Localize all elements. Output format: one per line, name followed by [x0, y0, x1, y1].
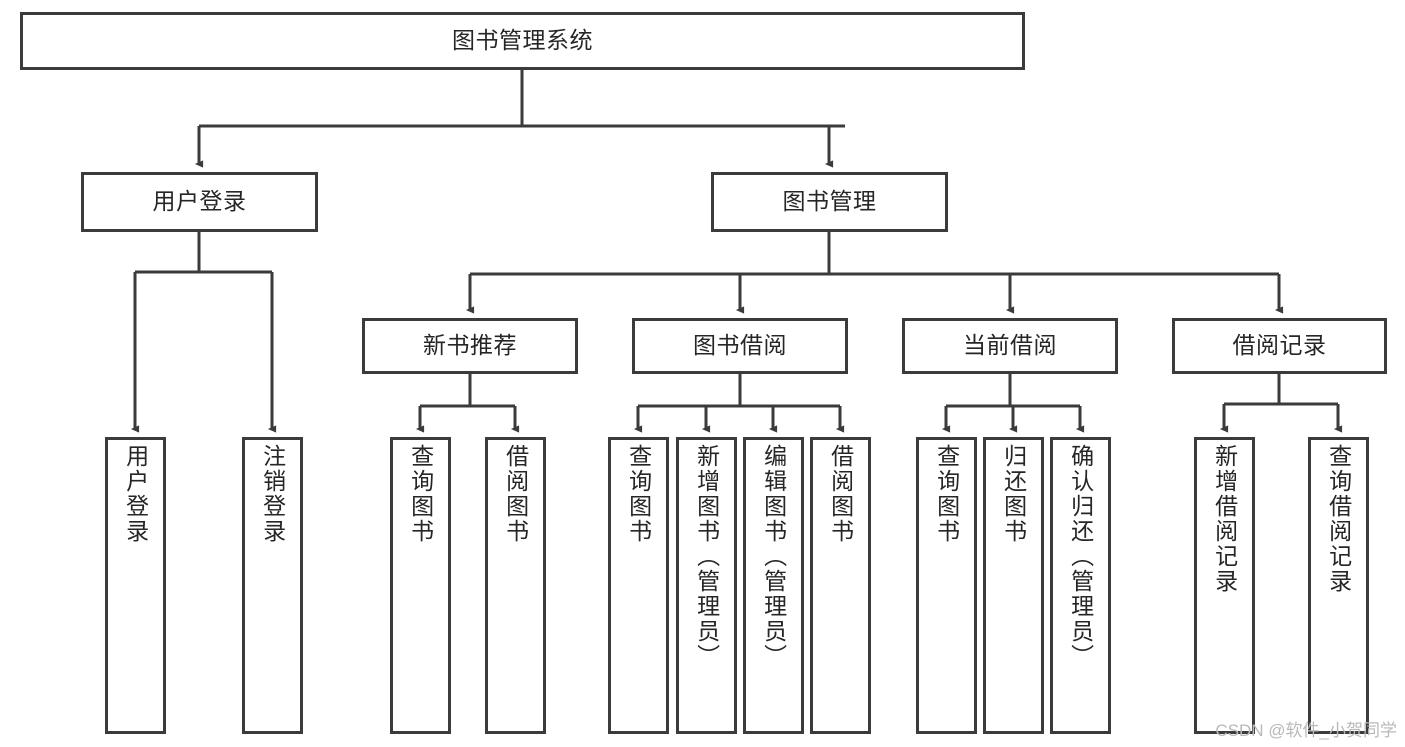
node-label: 新增借阅记录: [1211, 444, 1238, 594]
node-label: 查询图书: [933, 444, 960, 544]
csdn-watermark: CSDN @软件_小贺同学: [1215, 721, 1397, 740]
node-label: 用户登录: [152, 188, 247, 215]
leaf-query-borrow-record[interactable]: 查询借阅记录: [1308, 437, 1369, 734]
node-label: 用户登录: [122, 444, 149, 544]
node-label: 查询借阅记录: [1325, 444, 1352, 594]
leaf-add-borrow-record[interactable]: 新增借阅记录: [1194, 437, 1255, 734]
node-label: 查询图书: [407, 444, 434, 544]
node-user-login[interactable]: 用户登录: [81, 172, 318, 232]
leaf-confirm-return-admin[interactable]: 确认归还（管理员）: [1050, 437, 1111, 734]
node-label: 借阅记录: [1232, 332, 1327, 359]
node-book-management[interactable]: 图书管理: [711, 172, 948, 232]
leaf-query-book-current[interactable]: 查询图书: [916, 437, 977, 734]
node-label: 归还图书: [1000, 444, 1027, 544]
node-label: 借阅图书: [827, 444, 854, 544]
node-label: 新增图书（管理员）: [693, 444, 720, 669]
node-root-book-management-system[interactable]: 图书管理系统: [20, 12, 1025, 70]
node-label: 注销登录: [259, 444, 286, 544]
node-label: 新书推荐: [423, 332, 517, 359]
leaf-query-book-new-recommend[interactable]: 查询图书: [390, 437, 451, 734]
node-label: 借阅图书: [502, 444, 529, 544]
node-label: 图书管理: [782, 188, 877, 215]
leaf-borrow-book-new-recommend[interactable]: 借阅图书: [485, 437, 546, 734]
leaf-logout-login[interactable]: 注销登录: [242, 437, 303, 734]
node-current-borrow[interactable]: 当前借阅: [902, 318, 1118, 374]
leaf-borrow-book[interactable]: 借阅图书: [810, 437, 871, 734]
node-label: 图书管理系统: [452, 27, 593, 54]
leaf-user-login[interactable]: 用户登录: [105, 437, 166, 734]
node-new-book-recommend[interactable]: 新书推荐: [362, 318, 578, 374]
leaf-add-book-admin[interactable]: 新增图书（管理员）: [676, 437, 737, 734]
leaf-return-book[interactable]: 归还图书: [983, 437, 1044, 734]
node-label: 确认归还（管理员）: [1067, 444, 1094, 669]
node-borrow-record[interactable]: 借阅记录: [1172, 318, 1387, 374]
node-label: 编辑图书（管理员）: [760, 444, 787, 669]
leaf-edit-book-admin[interactable]: 编辑图书（管理员）: [743, 437, 804, 734]
node-book-borrow[interactable]: 图书借阅: [632, 318, 848, 374]
node-label: 查询图书: [625, 444, 652, 544]
node-label: 当前借阅: [963, 332, 1057, 359]
leaf-query-book-borrow[interactable]: 查询图书: [608, 437, 669, 734]
node-label: 图书借阅: [693, 332, 787, 359]
